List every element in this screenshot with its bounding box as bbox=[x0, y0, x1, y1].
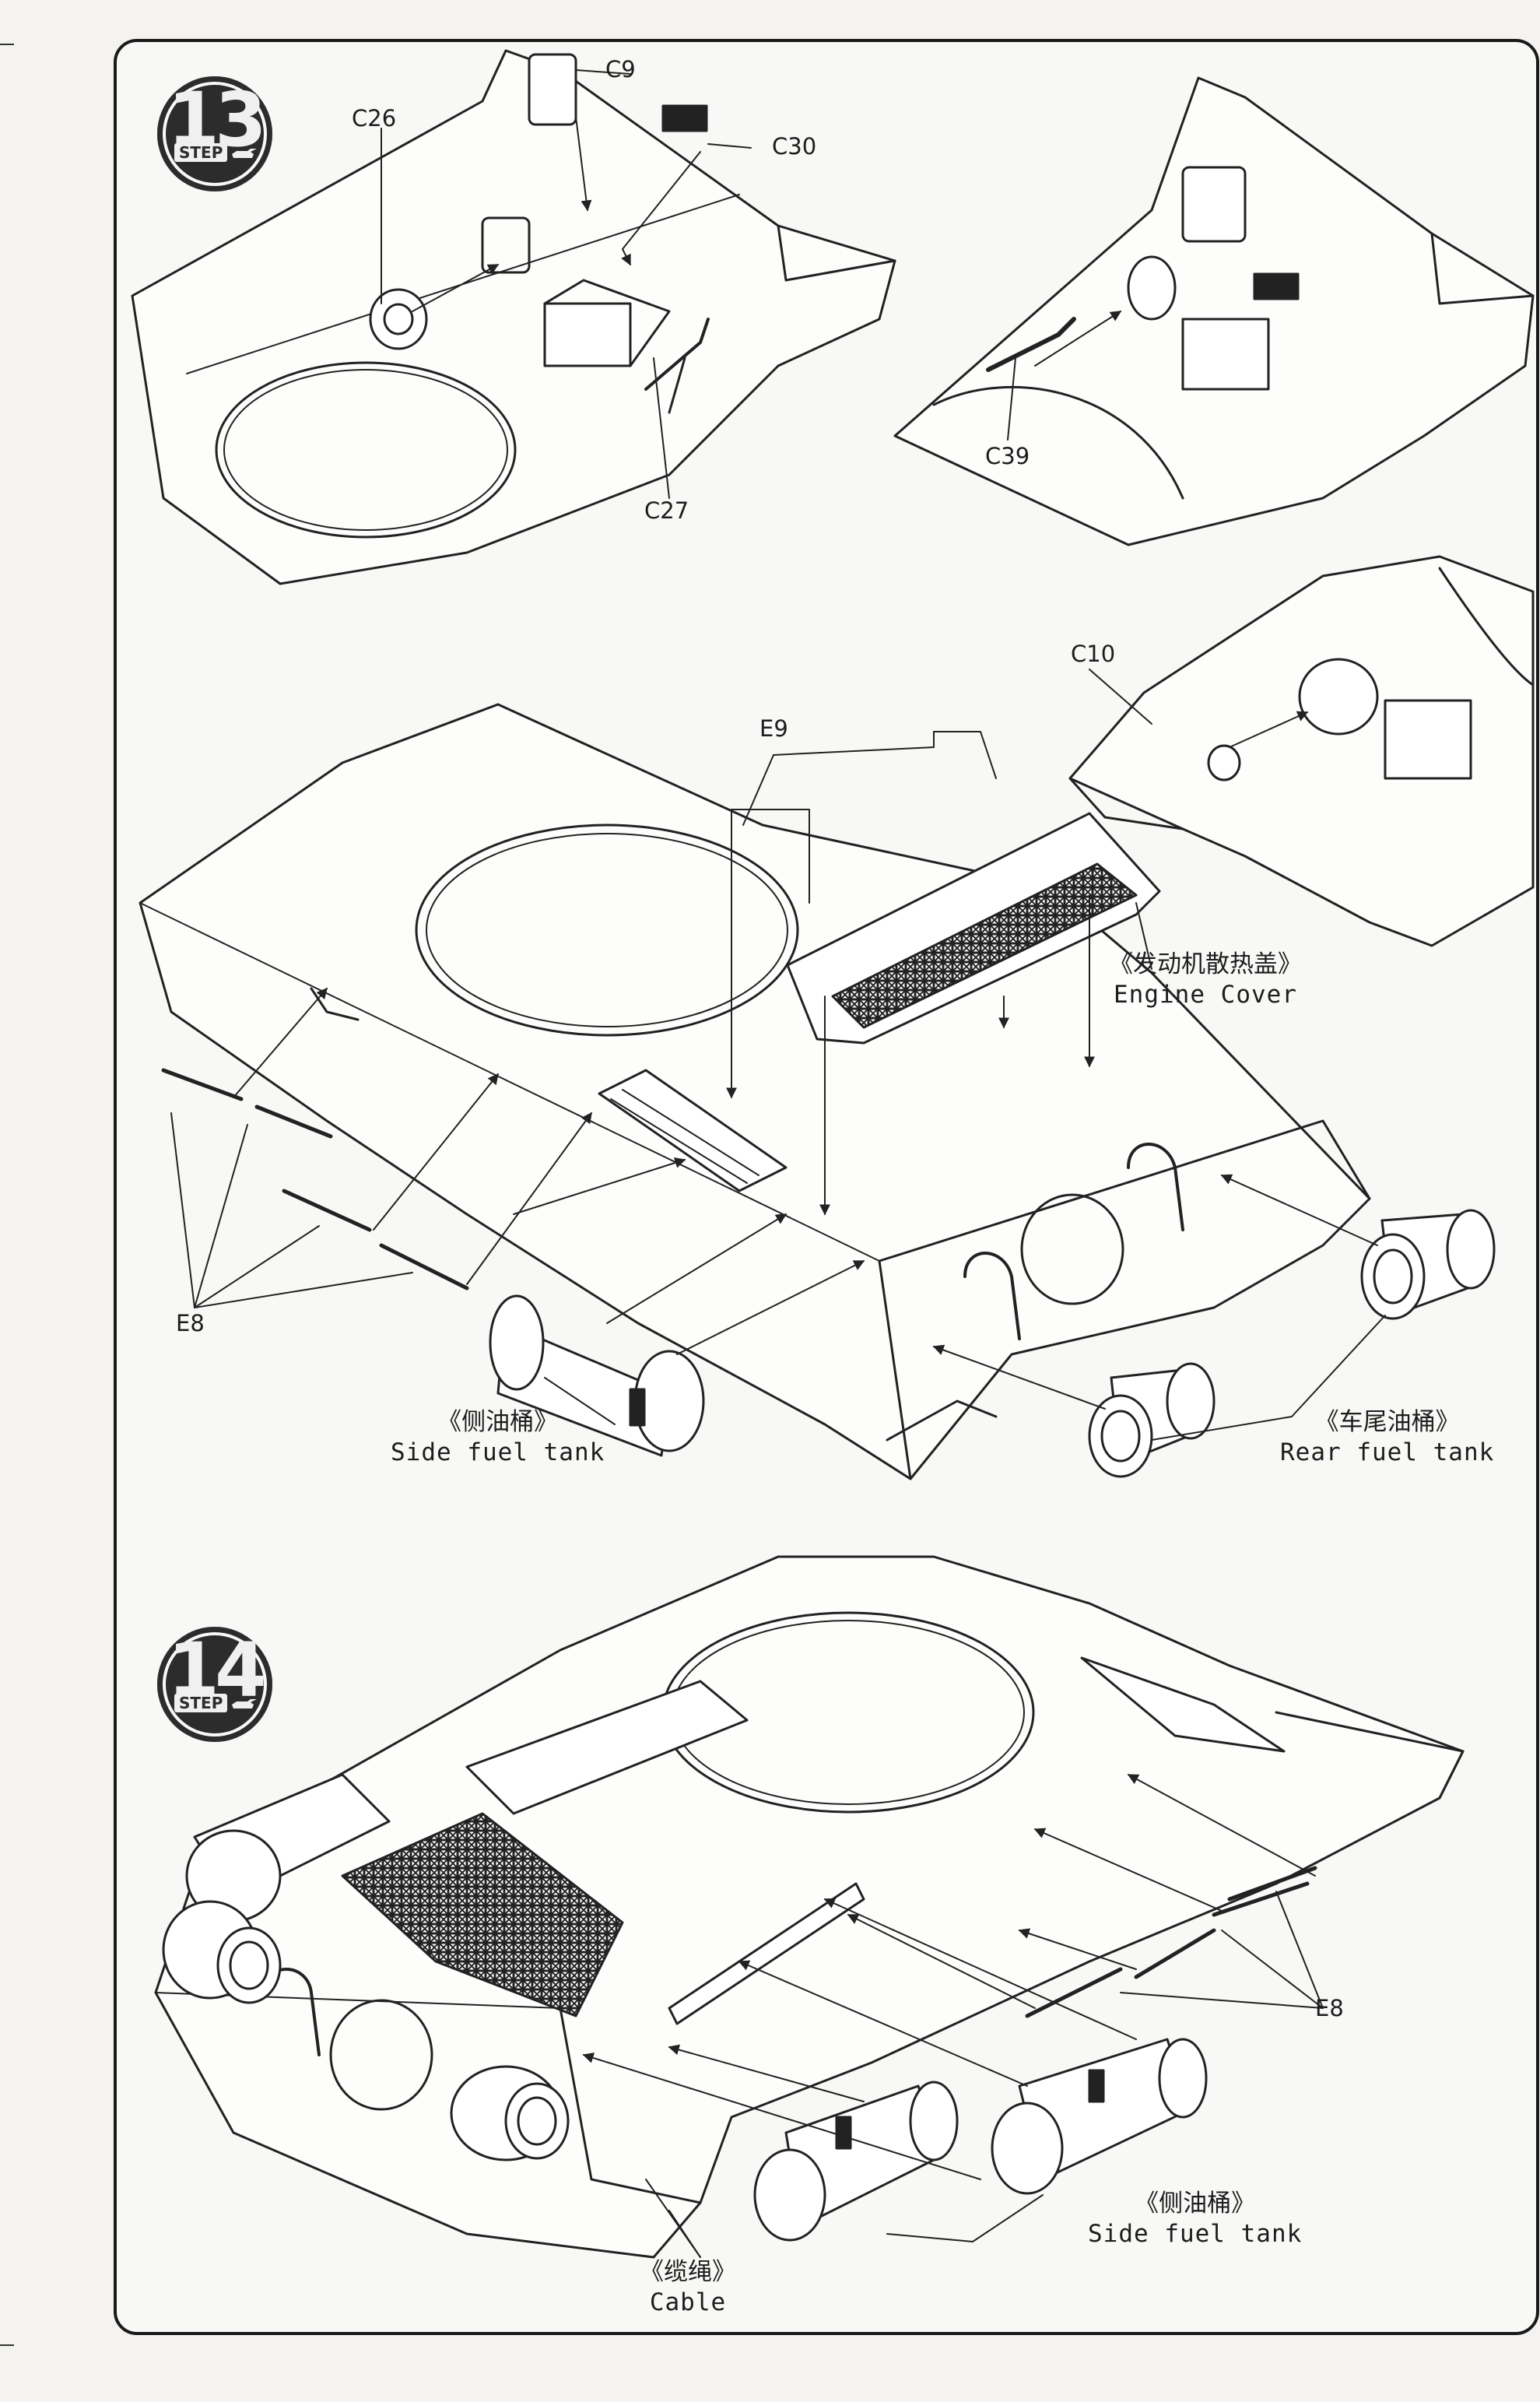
step-13-badge: 13 STEP bbox=[157, 76, 272, 191]
step13-assembly-arrows bbox=[233, 731, 1378, 1410]
margin-mark-bottom bbox=[0, 2344, 14, 2346]
step13-leader-lines bbox=[170, 69, 1386, 1441]
step13-hull-right bbox=[893, 76, 1535, 546]
part-label-e8-step14: E8 bbox=[1315, 1995, 1344, 2021]
step14-e8-rails bbox=[1025, 1866, 1317, 2018]
caption-rear-fuel-tank: 《车尾油桶》 Rear fuel tank bbox=[1280, 1407, 1494, 1468]
rear-fuel-tank-zh: 《车尾油桶》 bbox=[1314, 1408, 1460, 1436]
part-label-c9: C9 bbox=[605, 56, 636, 83]
part-label-c39: C39 bbox=[985, 443, 1030, 469]
side-fuel-tank-13-zh: 《侧油桶》 bbox=[437, 1408, 559, 1436]
step13-rear-fuel-tank-1 bbox=[1360, 1209, 1496, 1320]
part-label-e9: E9 bbox=[759, 715, 788, 742]
step13-e8-rails bbox=[161, 1068, 469, 1291]
engine-cover-zh: 《发动机散热盖》 bbox=[1109, 950, 1302, 978]
caption-cable: 《缆绳》 Cable bbox=[640, 2257, 736, 2318]
step13-side-fuel-tank bbox=[489, 1294, 705, 1457]
tank-icon bbox=[232, 1699, 257, 1708]
part-label-e8-step13: E8 bbox=[176, 1310, 205, 1336]
step13-main-hull bbox=[139, 703, 1371, 1480]
cable-en: Cable bbox=[649, 2288, 727, 2316]
step-14-badge: 14 STEP bbox=[157, 1627, 272, 1742]
step13-hull-left bbox=[131, 49, 896, 585]
cable-zh: 《缆绳》 bbox=[640, 2258, 736, 2286]
step14-side-fuel-tank-2 bbox=[991, 2038, 1208, 2195]
side-fuel-tank-14-zh: 《侧油桶》 bbox=[1135, 2190, 1256, 2218]
step13-rear-fuel-tank-2 bbox=[1088, 1362, 1216, 1478]
side-fuel-tank-13-en: Side fuel tank bbox=[391, 1438, 605, 1466]
step14-leader-lines bbox=[645, 1891, 1324, 2258]
part-label-c26: C26 bbox=[352, 105, 397, 132]
step-13-label: STEP bbox=[174, 143, 228, 162]
part-label-c10: C10 bbox=[1071, 641, 1116, 667]
caption-side-fuel-tank-step14: 《侧油桶》 Side fuel tank bbox=[1088, 2189, 1302, 2249]
margin-mark-top bbox=[0, 44, 14, 45]
part-label-c30: C30 bbox=[772, 133, 817, 160]
step14-assembly-arrows bbox=[582, 1774, 1316, 2180]
engine-cover-en: Engine Cover bbox=[1114, 980, 1297, 1009]
side-fuel-tank-14-en: Side fuel tank bbox=[1088, 2219, 1303, 2248]
caption-side-fuel-tank-step13: 《侧油桶》 Side fuel tank bbox=[391, 1407, 605, 1468]
step14-side-fuel-tank-1 bbox=[753, 2081, 959, 2242]
step-14-label: STEP bbox=[174, 1694, 228, 1712]
tank-icon bbox=[232, 149, 257, 158]
caption-engine-cover: 《发动机散热盖》 Engine Cover bbox=[1109, 950, 1302, 1010]
part-label-c27: C27 bbox=[644, 497, 689, 524]
step14-mounted-tanks bbox=[162, 1773, 570, 2161]
rear-fuel-tank-en: Rear fuel tank bbox=[1280, 1438, 1495, 1466]
step13-engine-deck-inset bbox=[1068, 555, 1535, 947]
